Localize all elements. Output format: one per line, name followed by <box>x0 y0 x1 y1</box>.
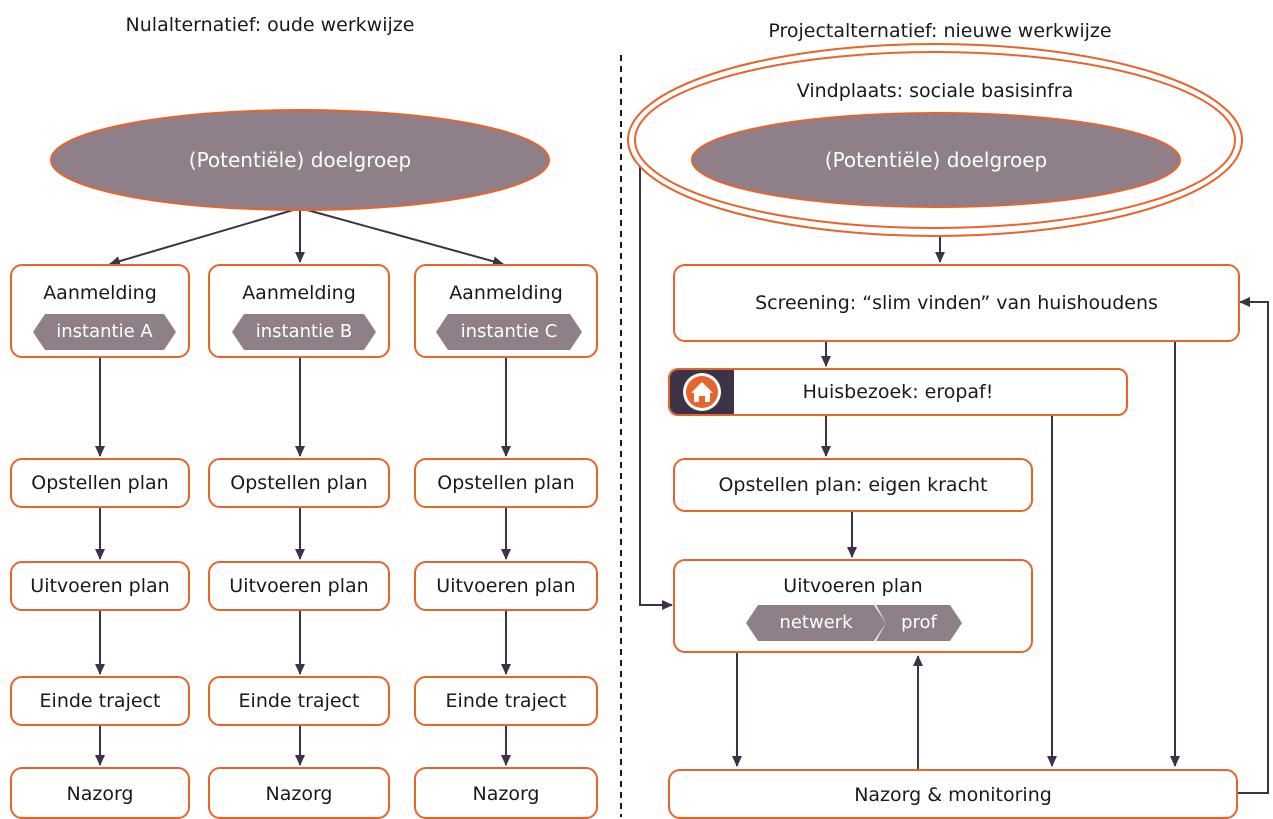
agency-tag-b: instantie B <box>232 314 376 350</box>
plan-label: Opstellen plan <box>230 472 368 494</box>
end-box-a: Einde traject <box>10 676 190 726</box>
aftercare-label: Nazorg <box>265 783 333 805</box>
screening-box: Screening: “slim vinden” van huishoudens <box>673 264 1240 342</box>
left-title: Nulalternatief: oude werkwijze <box>125 14 415 36</box>
left-target-group-ellipse <box>50 109 550 211</box>
plan-box-b: Opstellen plan <box>208 458 390 508</box>
plan-box-c: Opstellen plan <box>414 458 598 508</box>
plan-label: Opstellen plan <box>31 472 169 494</box>
agency-tag-a: instantie A <box>33 314 176 350</box>
plan-box-a: Opstellen plan <box>10 458 190 508</box>
right-target-group-label: (Potentiële) doelgroep <box>824 148 1048 172</box>
left-target-group-label: (Potentiële) doelgroep <box>188 148 412 172</box>
end-label: Einde traject <box>238 690 360 712</box>
plan-label-right: Opstellen plan: eigen kracht <box>718 474 988 496</box>
right-title: Projectalternatief: nieuwe werkwijze <box>768 20 1112 42</box>
execute-box-a: Uitvoeren plan <box>10 561 190 611</box>
home-visit-box: Huisbezoek: eropaf! <box>668 368 1128 416</box>
network-tag: netwerk <box>746 605 886 641</box>
execute-label: Uitvoeren plan <box>436 575 576 597</box>
registration-label: Aanmelding <box>242 282 356 304</box>
arrow-goal-to-a <box>109 207 301 266</box>
execute-label-right: Uitvoeren plan <box>783 575 923 597</box>
end-label: Einde traject <box>39 690 161 712</box>
end-label: Einde traject <box>445 690 567 712</box>
execute-box-b: Uitvoeren plan <box>208 561 390 611</box>
execute-label: Uitvoeren plan <box>30 575 170 597</box>
house-icon <box>670 370 734 414</box>
aftercare-box-b: Nazorg <box>208 767 390 819</box>
aftercare-box-a: Nazorg <box>10 767 190 819</box>
execute-box-c: Uitvoeren plan <box>414 561 598 611</box>
aftercare-box-c: Nazorg <box>414 767 598 819</box>
arrow-goal-to-c <box>299 207 504 267</box>
plan-label: Opstellen plan <box>437 472 575 494</box>
aftercare-monitoring-box: Nazorg & monitoring <box>668 769 1238 819</box>
aftercare-label: Nazorg <box>472 783 540 805</box>
right-target-group-ellipse <box>691 112 1181 208</box>
professional-tag: prof <box>876 605 962 641</box>
aftercare-label: Nazorg <box>66 783 134 805</box>
home-visit-label: Huisbezoek: eropaf! <box>802 381 994 403</box>
registration-label: Aanmelding <box>43 282 157 304</box>
screening-label: Screening: “slim vinden” van huishoudens <box>755 292 1158 314</box>
end-box-c: Einde traject <box>414 676 598 726</box>
execute-label: Uitvoeren plan <box>229 575 369 597</box>
aftercare-monitoring-label: Nazorg & monitoring <box>854 784 1052 806</box>
location-label: Vindplaats: sociale basisinfra <box>796 80 1074 102</box>
plan-box-right: Opstellen plan: eigen kracht <box>673 458 1033 512</box>
agency-tag-c: instantie C <box>436 314 582 350</box>
registration-label: Aanmelding <box>449 282 563 304</box>
end-box-b: Einde traject <box>208 676 390 726</box>
